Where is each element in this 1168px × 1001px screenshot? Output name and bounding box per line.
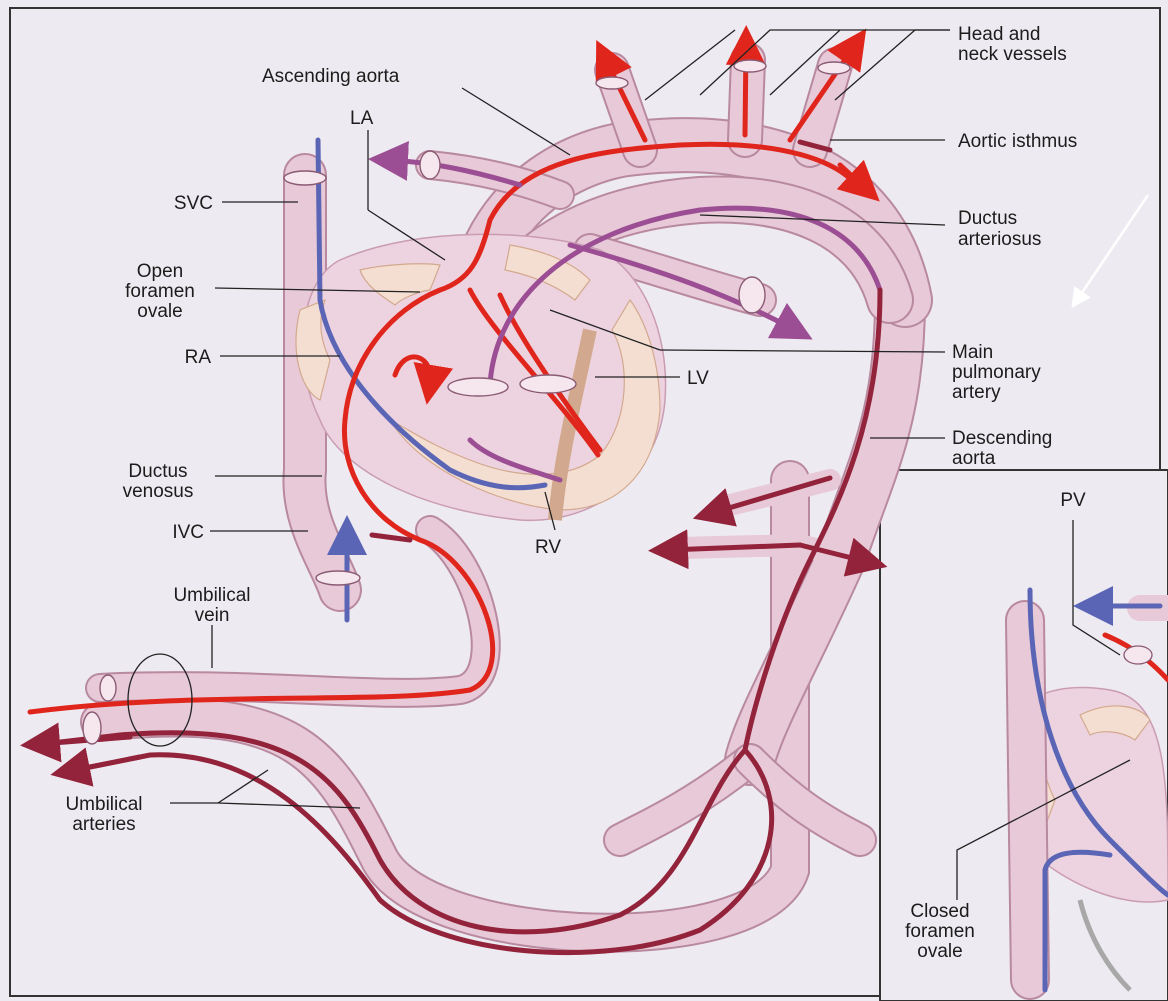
closed-foramen-label-3: ovale [917,941,962,962]
lv-label: LV [687,368,709,389]
ra-label: RA [185,347,212,368]
main-pulmonary-label-1: Main [952,342,993,363]
umbilical-vein-label-2: vein [195,605,230,626]
open-foramen-label-2: foramen [125,281,195,302]
svc-label: SVC [174,193,213,214]
closed-foramen-label-1: Closed [910,901,969,922]
main-pulmonary-label-3: artery [952,382,1001,403]
head-neck-label-2: neck vessels [958,44,1067,65]
aortic-isthmus-label: Aortic isthmus [958,131,1077,152]
rv-label: RV [535,537,561,558]
ductus-venosus-label-2: venosus [123,481,194,502]
pv-label: PV [1060,490,1086,511]
descending-aorta-label-2: aorta [952,448,996,469]
umbilical-arteries-label-2: arteries [72,814,135,835]
descending-aorta-label-1: Descending [952,428,1052,449]
main-pulmonary-label-2: pulmonary [952,362,1041,383]
umbilical-vein-label-1: Umbilical [173,585,250,606]
ductus-venosus-label-1: Ductus [128,461,187,482]
open-foramen-label-1: Open [137,261,183,282]
open-foramen-label-3: ovale [137,301,182,322]
ascending-aorta-label: Ascending aorta [262,66,400,87]
head-neck-label-1: Head and [958,24,1040,45]
la-label: LA [350,108,374,129]
annotation-arrow [1077,195,1148,300]
umbilical-arteries-label-1: Umbilical [65,794,142,815]
ductus-arteriosus-label-2: arteriosus [958,229,1041,250]
ivc-label: IVC [172,522,204,543]
closed-foramen-label-2: foramen [905,921,975,942]
ductus-arteriosus-label-1: Ductus [958,208,1017,229]
